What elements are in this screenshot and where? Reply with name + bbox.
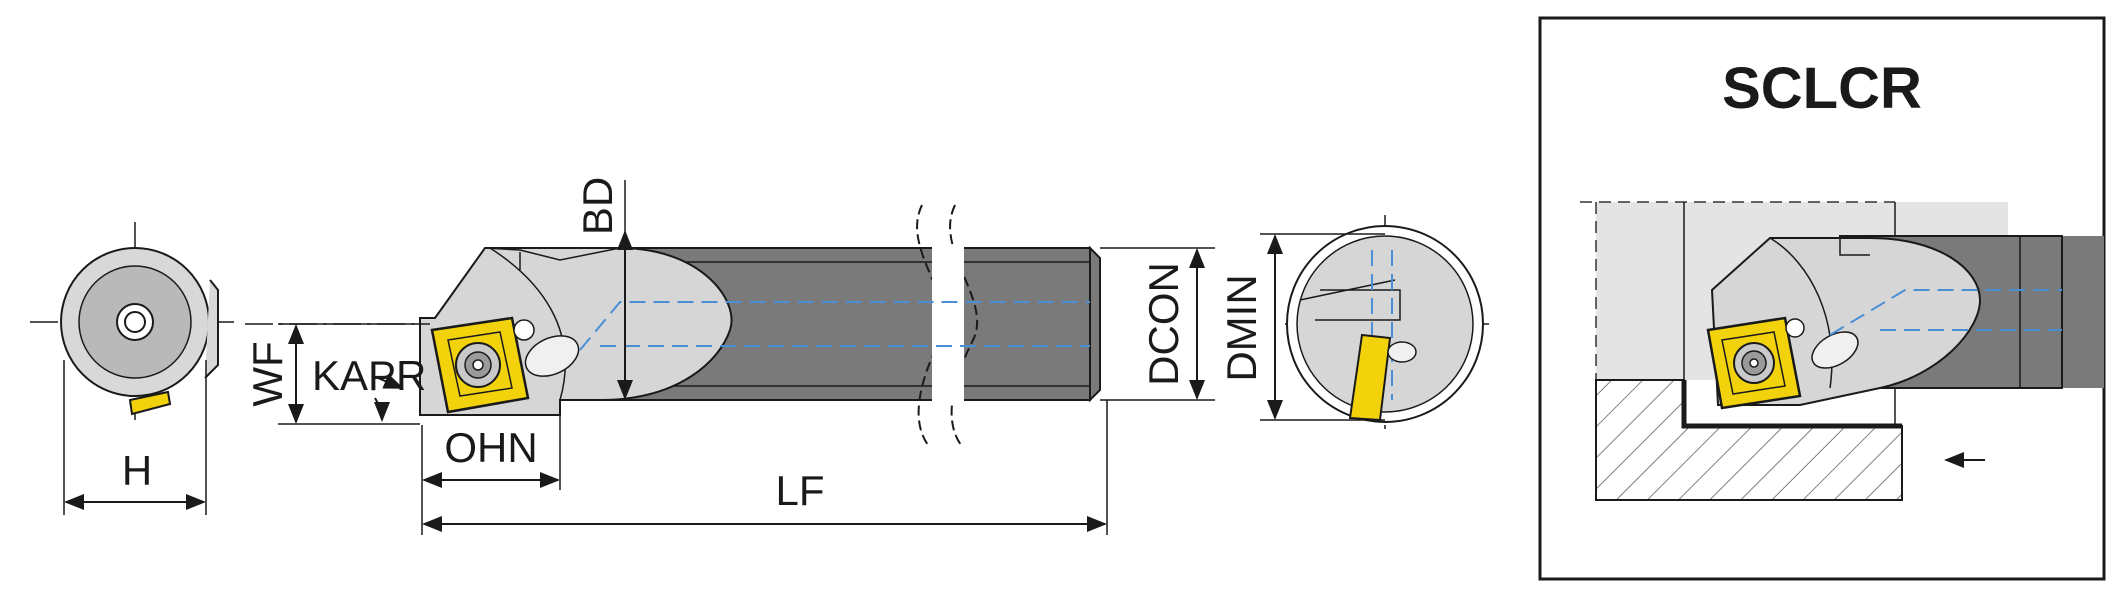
side-view: BD WF KAPR OHN LF DCON	[244, 177, 1215, 535]
chip-breaker	[524, 335, 580, 377]
label-dcon: DCON	[1140, 262, 1187, 386]
shank-flat	[204, 279, 219, 379]
label-lf: LF	[775, 467, 824, 514]
panel-title: SCLCR	[1722, 56, 1922, 121]
head-end-circle	[1296, 235, 1474, 413]
label-kapr: KAPR	[312, 352, 426, 399]
label-bd: BD	[574, 177, 621, 235]
insert-edge-left	[128, 390, 172, 416]
end-view-right: DMIN	[1218, 215, 1490, 430]
end-view-left: H	[30, 222, 240, 515]
coolant-hole-inner	[124, 311, 146, 333]
label-ohn: OHN	[444, 424, 537, 471]
application-panel: SCLCR	[1538, 16, 2106, 581]
label-dmin: DMIN	[1218, 274, 1265, 381]
label-h: H	[122, 447, 152, 494]
label-wf: WF	[244, 341, 291, 406]
